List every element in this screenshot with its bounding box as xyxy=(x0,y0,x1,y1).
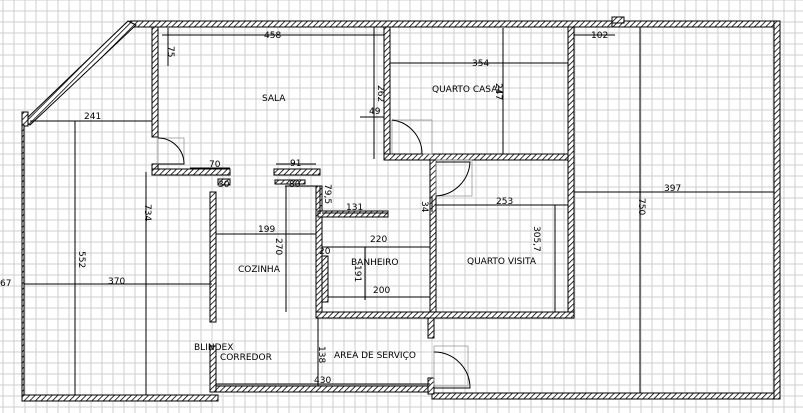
door-frame-quarto-visita xyxy=(435,159,473,197)
dim-750: 750 xyxy=(636,198,646,215)
doors xyxy=(157,119,473,389)
dim-458: 458 xyxy=(264,31,281,41)
wall-bottom-right xyxy=(431,392,781,400)
dim-138: 138 xyxy=(316,346,326,363)
wall-bottom-left xyxy=(21,394,219,402)
dim-102: 102 xyxy=(591,31,608,41)
wall-counter xyxy=(273,168,321,176)
dim-67: 67 xyxy=(0,279,11,289)
wall-small-80 xyxy=(274,179,306,185)
wall-top xyxy=(129,20,616,28)
dim-75: 75 xyxy=(165,46,175,57)
dim-397: 397 xyxy=(664,184,681,194)
door-quarto-visita xyxy=(435,161,471,197)
dim-191: 191 xyxy=(352,265,362,282)
dim-247: 247 xyxy=(493,83,503,100)
dim-253: 253 xyxy=(496,197,513,207)
door-frame-quarto-casal xyxy=(391,119,433,155)
dim-220: 220 xyxy=(370,235,387,245)
wall-banheiro-inner xyxy=(321,255,329,303)
dim-20: 20 xyxy=(319,247,331,257)
dimension-lines xyxy=(24,27,774,395)
wall-right-outer xyxy=(773,20,781,400)
room-label-quarto-casal: QUARTO CASAL xyxy=(432,85,502,95)
room-label-quarto-visita: QUARTO VISITA xyxy=(467,257,537,267)
dimension-labels: 458 75 102 354 241 262 49 247 70 91 30 8… xyxy=(0,31,681,386)
dim-49: 49 xyxy=(369,107,381,117)
dim-430: 430 xyxy=(314,376,331,386)
dim-79-5: 79,5 xyxy=(322,184,332,204)
wall-bottom-mid xyxy=(211,385,433,393)
wall-quarto-casal-bottom xyxy=(383,153,571,161)
dim-200: 200 xyxy=(373,286,390,296)
room-labels: SALA QUARTO CASAL QUARTO VISITA COZINHA … xyxy=(194,85,537,363)
dim-354: 354 xyxy=(472,59,489,69)
dim-241: 241 xyxy=(84,112,101,122)
wall-top-right xyxy=(611,20,778,28)
dim-305-7: 305,7 xyxy=(531,226,541,252)
dim-262: 262 xyxy=(375,85,385,102)
wall-banheiro-top xyxy=(317,210,389,218)
wall-banheiro-bottom xyxy=(315,311,575,319)
wall-corredor-left xyxy=(209,345,217,393)
dim-91: 91 xyxy=(290,159,301,169)
dim-734: 734 xyxy=(142,204,152,221)
dim-30: 30 xyxy=(218,180,230,190)
dim-34: 34 xyxy=(419,201,429,213)
dim-270: 270 xyxy=(273,238,283,255)
wall-left-outer xyxy=(21,124,25,398)
dim-80: 80 xyxy=(289,180,301,190)
dim-131: 131 xyxy=(346,203,363,213)
door-servico xyxy=(433,351,471,389)
wall-small-30 xyxy=(217,178,231,186)
dim-552: 552 xyxy=(76,251,86,268)
room-label-cozinha: COZINHA xyxy=(238,265,281,275)
door-sala xyxy=(157,137,185,165)
wall-top-notch xyxy=(611,16,625,24)
room-label-area-servico: AREA DE SERVIÇO xyxy=(334,351,416,361)
room-label-blindex: BLINDEX xyxy=(194,343,233,353)
door-quarto-casal xyxy=(391,119,423,155)
wall-diagonal-end xyxy=(21,111,29,127)
wall-servico-right-low xyxy=(427,377,435,395)
dim-199: 199 xyxy=(258,225,275,235)
wall-cozinha-left xyxy=(209,191,217,323)
dim-370: 370 xyxy=(108,277,125,287)
room-label-sala: SALA xyxy=(262,94,286,104)
wall-quarto-right xyxy=(567,26,575,318)
wall-sala-bottom xyxy=(151,168,231,176)
room-label-corredor: CORREDOR xyxy=(220,353,272,363)
wall-servico-right xyxy=(427,317,435,339)
walls xyxy=(21,16,781,402)
door-frame-servico xyxy=(433,345,469,387)
wall-diagonal xyxy=(23,20,137,126)
room-label-banheiro: BANHEIRO xyxy=(351,258,399,268)
wall-sala-left xyxy=(151,26,159,138)
dim-70: 70 xyxy=(209,160,221,170)
wall-banheiro-right xyxy=(429,159,437,313)
